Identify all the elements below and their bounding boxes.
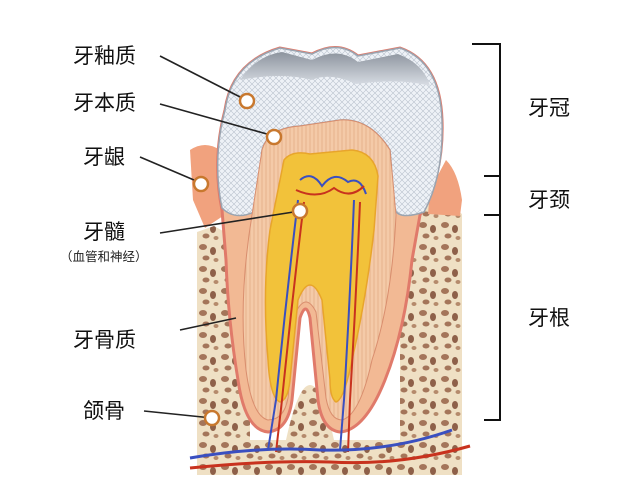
leader-line-gum — [139, 156, 202, 184]
bracket-main — [472, 43, 501, 421]
label-crown: 牙冠 — [528, 96, 570, 120]
leader-line-jaw-bone — [143, 410, 213, 419]
label-gum: 牙龈 — [83, 145, 125, 169]
label-pulp-note: （血管和神经） — [60, 249, 148, 264]
label-cementum: 牙骨质 — [73, 328, 136, 352]
leader-line-dentin — [159, 103, 275, 137]
leader-lines — [139, 55, 301, 419]
leader-line-enamel — [159, 55, 247, 101]
label-jaw-bone: 颌骨 — [83, 399, 125, 423]
region-brackets — [472, 43, 501, 421]
leader-line-cementum — [179, 317, 237, 331]
marker-pulp — [291, 202, 309, 220]
label-dentin: 牙本质 — [73, 91, 136, 115]
marker-enamel — [238, 92, 256, 110]
marker-dentin — [265, 128, 283, 146]
marker-jaw-bone — [203, 409, 221, 427]
blood-vessels-and-nerves — [189, 175, 471, 470]
label-enamel: 牙釉质 — [73, 44, 136, 68]
label-neck: 牙颈 — [528, 188, 570, 212]
label-pulp: 牙髓 — [83, 220, 125, 244]
label-markers — [192, 92, 309, 427]
enamel-shape — [216, 46, 443, 217]
label-root: 牙根 — [528, 306, 570, 330]
marker-gum — [192, 175, 210, 193]
leader-line-pulp — [159, 210, 301, 234]
